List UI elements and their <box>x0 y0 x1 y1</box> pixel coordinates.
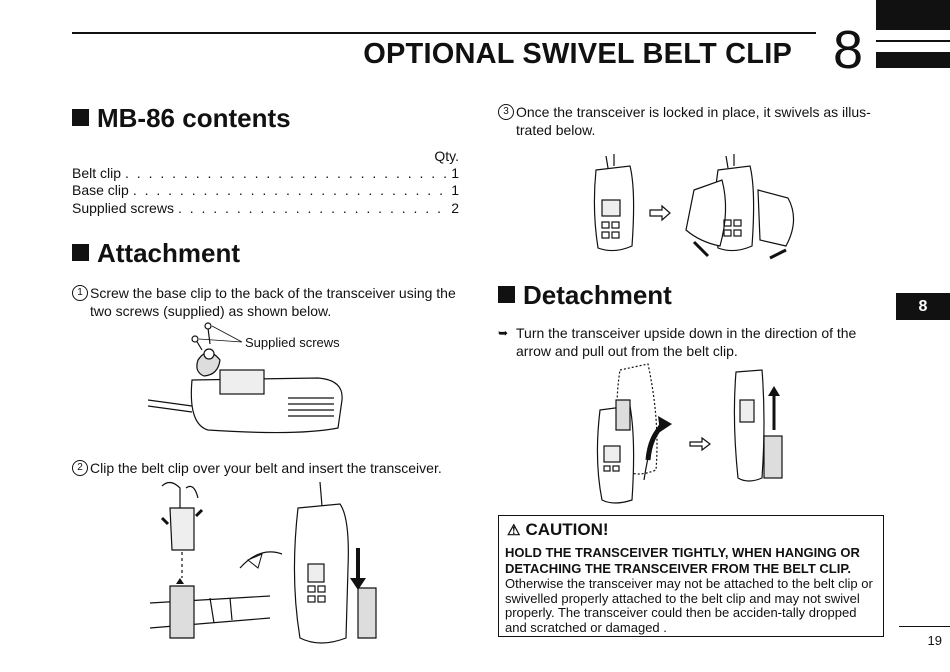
supplied-screws-label: Supplied screws <box>245 335 340 350</box>
attachment-step-1: 1 Screw the base clip to the back of the… <box>72 284 460 320</box>
attachment-heading-text: Attachment <box>97 238 241 268</box>
attachment-heading: Attachment <box>72 238 240 269</box>
qty-header: Qty. <box>434 148 459 164</box>
detachment-heading: Detachment <box>498 280 672 311</box>
caution-body-text: Otherwise the transceiver may not be att… <box>505 576 873 635</box>
contents-item-name: Supplied screws <box>72 200 174 216</box>
contents-heading-text: MB-86 contents <box>97 103 291 133</box>
step-text: Clip the belt clip over your belt and in… <box>90 460 442 476</box>
square-bullet-icon <box>72 244 89 261</box>
contents-item-name: Base clip <box>72 182 129 198</box>
step-number: 3 <box>498 104 514 120</box>
contents-item-qty: 1 <box>451 182 459 198</box>
caution-bold-text: HOLD THE TRANSCEIVER TIGHTLY, WHEN HANGI… <box>505 545 860 576</box>
header-rule-right <box>876 40 950 42</box>
base-clip-illustration <box>148 322 343 434</box>
caution-title: CAUTION! <box>525 520 609 539</box>
contents-item-name: Belt clip <box>72 165 122 181</box>
step-text: Screw the base clip to the back of the t… <box>90 285 456 319</box>
belt-clip-insert-illustration <box>150 481 377 644</box>
contents-row: Supplied screws . . . . . . . . . . . . … <box>72 199 459 217</box>
square-bullet-icon <box>498 286 515 303</box>
caution-box: ⚠CAUTION! HOLD THE TRANSCEIVER TIGHTLY, … <box>498 515 884 637</box>
header-tab-block-top <box>876 0 950 30</box>
header-tab-block-bottom <box>876 52 950 68</box>
arrow-bullet-icon: ➥ <box>498 326 509 340</box>
detachment-text: Turn the transceiver upside down in the … <box>516 325 857 359</box>
swivel-illustration <box>593 154 795 260</box>
detachment-instruction: ➥ Turn the transceiver upside down in th… <box>498 324 885 360</box>
detachment-illustration <box>596 363 783 504</box>
swivel-step-3: 3 Once the transceiver is locked in plac… <box>498 103 885 139</box>
step-number: 2 <box>72 460 88 476</box>
leader-dots: . . . . . . . . . . . . . . . . . . . . … <box>132 182 447 198</box>
leader-dots: . . . . . . . . . . . . . . . . . . . . … <box>177 200 447 216</box>
contents-heading: MB-86 contents <box>72 103 291 134</box>
step-number: 1 <box>72 285 88 301</box>
square-bullet-icon <box>72 109 89 126</box>
caution-header: ⚠CAUTION! <box>507 520 609 540</box>
warning-triangle-icon: ⚠ <box>507 522 521 539</box>
contents-row: Belt clip . . . . . . . . . . . . . . . … <box>72 164 459 182</box>
chapter-number: 8 <box>832 20 864 80</box>
footer-rule <box>899 626 950 627</box>
contents-item-qty: 1 <box>451 165 459 181</box>
contents-item-qty: 2 <box>451 200 459 216</box>
chapter-title: OPTIONAL SWIVEL BELT CLIP <box>363 38 792 70</box>
leader-dots: . . . . . . . . . . . . . . . . . . . . … <box>125 165 447 181</box>
page-number: 19 <box>927 633 942 648</box>
side-chapter-tab: 8 <box>896 293 950 320</box>
attachment-step-2: 2 Clip the belt clip over your belt and … <box>72 459 472 477</box>
header-rule <box>72 32 816 34</box>
detachment-heading-text: Detachment <box>523 280 672 310</box>
contents-row: Base clip . . . . . . . . . . . . . . . … <box>72 181 459 199</box>
step-text: Once the transceiver is locked in place,… <box>516 104 871 138</box>
